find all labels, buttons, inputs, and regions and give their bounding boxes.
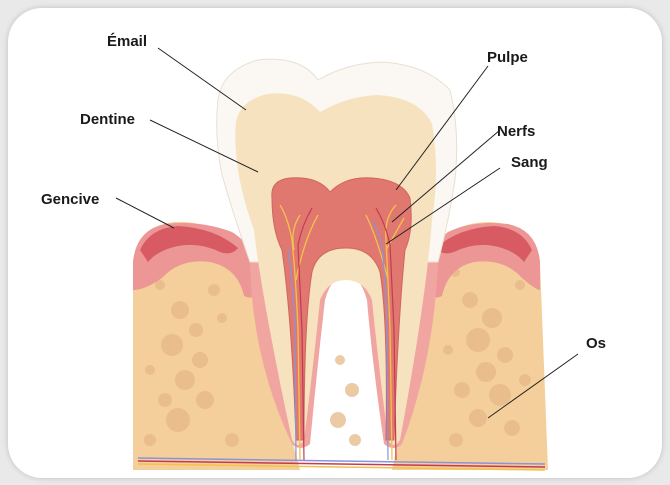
label-gencive: Gencive <box>41 191 99 208</box>
label-dentine: Dentine <box>80 111 135 128</box>
label-pulpe: Pulpe <box>487 49 528 66</box>
label-sang: Sang <box>511 154 548 171</box>
label-nerfs: Nerfs <box>497 123 535 140</box>
label-os: Os <box>586 335 606 352</box>
label-email: Émail <box>107 33 147 50</box>
